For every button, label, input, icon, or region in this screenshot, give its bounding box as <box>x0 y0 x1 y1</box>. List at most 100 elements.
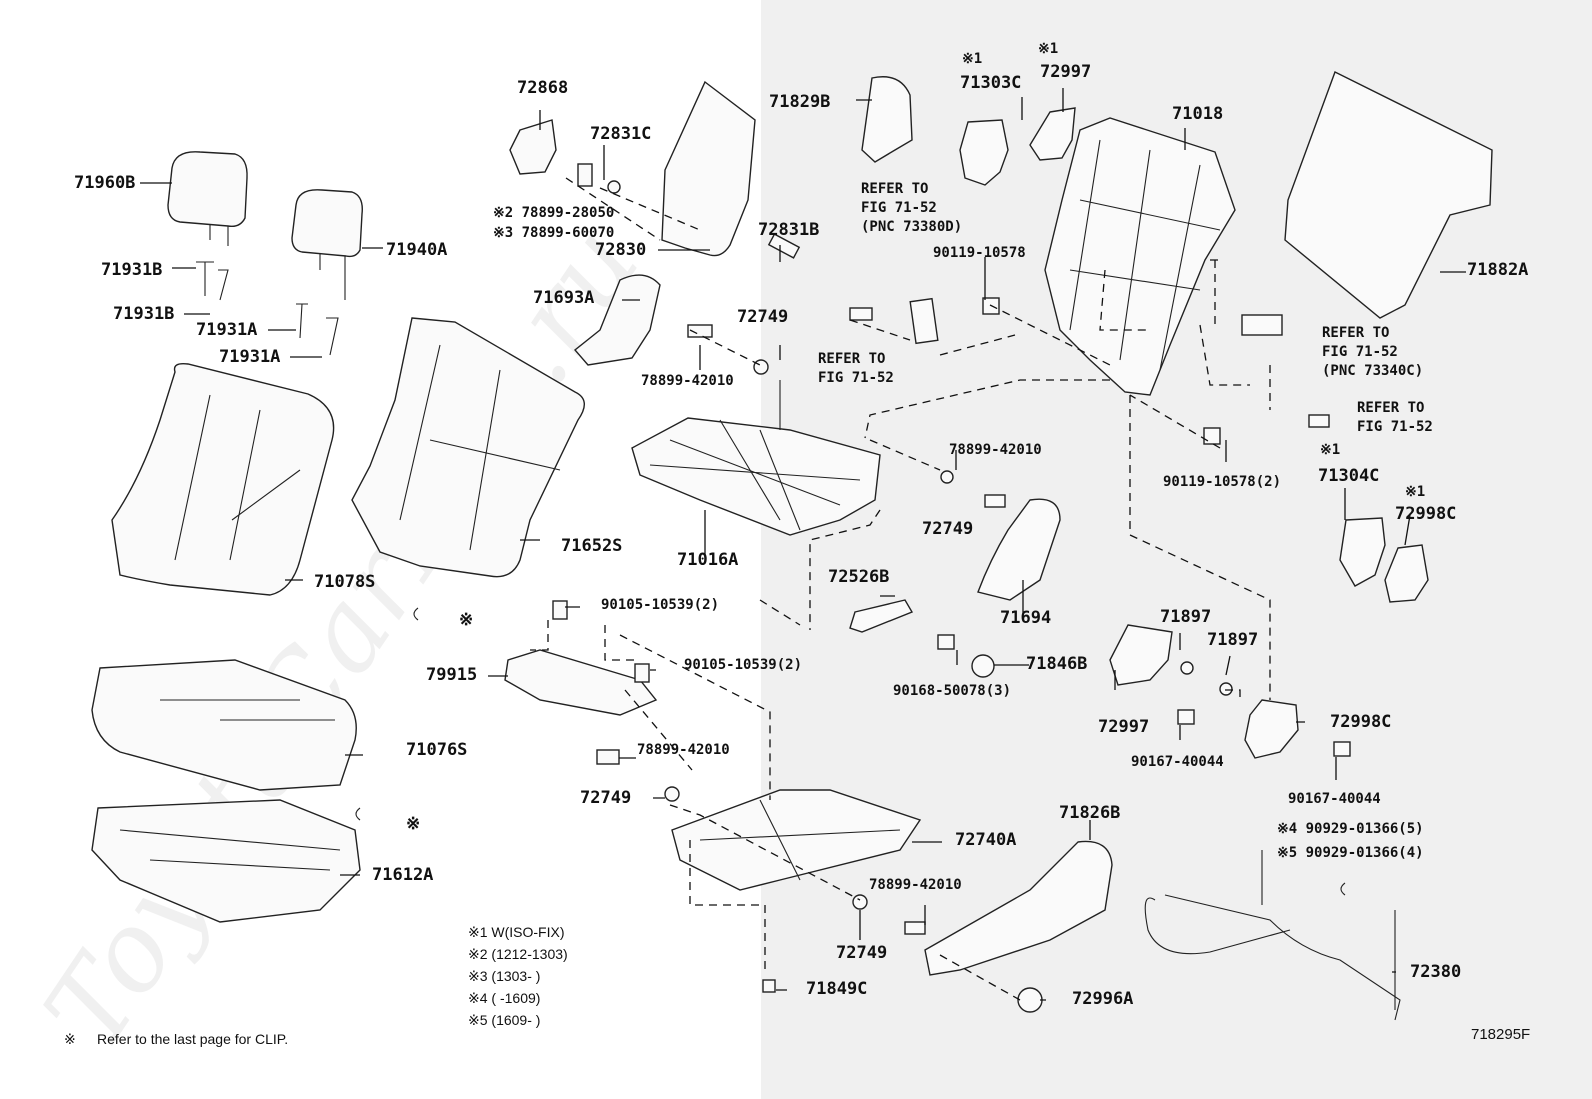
label-71303c: 71303C <box>960 73 1022 93</box>
label-78899-42010-c: 78899-42010 <box>637 742 730 758</box>
cover-72998c <box>1384 544 1429 603</box>
diagram-code: 718295F <box>1471 1026 1531 1043</box>
cover-71693a <box>573 274 661 366</box>
bracket-79915 <box>504 649 658 716</box>
legend-item-1: ※1 W(ISO-FIX) <box>468 924 565 940</box>
label-79915: 79915 <box>426 665 478 685</box>
bracket-71303c <box>959 119 1009 186</box>
refer-label-3b: FIG 71-52 <box>1322 344 1398 360</box>
label-90119-10578-a: 90119-10578 <box>933 245 1026 261</box>
label-71931a-1: 71931A <box>196 320 258 340</box>
label-71940a: 71940A <box>386 240 448 260</box>
label-78899-42010-d: 78899-42010 <box>869 877 962 893</box>
label-72868: 72868 <box>517 78 569 98</box>
label-71304c: 71304C <box>1318 466 1380 486</box>
label-71931a-2: 71931A <box>219 347 281 367</box>
lever-72526b <box>849 599 914 633</box>
seatback-cover-72830 <box>661 80 756 257</box>
seat-cushion-pad-71612a <box>91 799 361 923</box>
label-90167-40044-b: 90167-40044 <box>1288 791 1381 807</box>
label-72997-top: 72997 <box>1040 62 1092 82</box>
cover-72997 <box>1029 107 1076 161</box>
label-71897-b: 71897 <box>1207 630 1259 650</box>
label-72997-mark: ※1 <box>1038 41 1059 57</box>
label-71078s: 71078S <box>314 572 376 592</box>
label-90167-40044-a: 90167-40044 <box>1131 754 1224 770</box>
bracket-71304c <box>1339 517 1386 587</box>
label-71826b: 71826B <box>1059 803 1121 823</box>
label-72831c: 72831C <box>590 124 652 144</box>
label-90119-10578-b: 90119-10578(2) <box>1163 474 1282 490</box>
seat-cushion-cover-71076s <box>91 659 357 791</box>
label-71931b-1: 71931B <box>101 260 163 280</box>
refer-label-4b: FIG 71-52 <box>1357 419 1433 435</box>
headrest-71960b <box>167 151 248 228</box>
label-90105-10539-b: 90105-10539(2) <box>684 657 803 673</box>
headrest-71940a <box>291 189 363 258</box>
label-71897-a: 71897 <box>1160 607 1212 627</box>
label-72997-b: 72997 <box>1098 717 1150 737</box>
refer-label-2b: FIG 71-52 <box>818 370 894 386</box>
label-71960b: 71960B <box>74 173 136 193</box>
label-72998c-mark: ※1 <box>1405 484 1426 500</box>
cover-71826b <box>924 840 1113 976</box>
label-71612a: 71612A <box>372 865 434 885</box>
label-72380: 72380 <box>1410 962 1462 982</box>
label-78899-60070: ※3 78899-60070 <box>493 225 615 241</box>
legend-item-4: ※4 ( -1609) <box>468 990 541 1006</box>
label-71849c: 71849C <box>806 979 868 999</box>
label-72749-d: 72749 <box>836 943 888 963</box>
label-71303c-mark: ※1 <box>962 51 983 67</box>
label-72749-a: 72749 <box>737 307 789 327</box>
clip-mark-2: ※ <box>406 814 421 834</box>
bracket-72868 <box>509 119 557 175</box>
label-72740a: 72740A <box>955 830 1017 850</box>
label-71846b: 71846B <box>1026 654 1088 674</box>
seatback-pad-71652s <box>351 317 585 578</box>
footnote: Refer to the last page for CLIP. <box>97 1031 289 1047</box>
label-72998c-b: 72998C <box>1330 712 1392 732</box>
label-72998c-top: 72998C <box>1395 504 1457 524</box>
label-71694: 71694 <box>1000 608 1052 628</box>
label-71829b: 71829B <box>769 92 831 112</box>
seat-frame-71016a <box>631 417 881 536</box>
label-78899-42010-b: 78899-42010 <box>949 442 1042 458</box>
refer-label-1c: (PNC 73380D) <box>861 219 963 235</box>
refer-label-1b: FIG 71-52 <box>861 200 937 216</box>
label-78899-28050: ※2 78899-28050 <box>493 205 615 221</box>
refer-label-3c: (PNC 73340C) <box>1322 363 1424 379</box>
label-72996a: 72996A <box>1072 989 1134 1009</box>
refer-label-3: REFER TO <box>1322 325 1390 341</box>
label-72831b: 72831B <box>758 220 820 240</box>
label-71076s: 71076S <box>406 740 468 760</box>
label-71882a: 71882A <box>1467 260 1529 280</box>
clip-mark-1: ※ <box>459 610 474 630</box>
label-71931b-2: 71931B <box>113 304 175 324</box>
seatback-cover-71078s <box>111 362 335 596</box>
label-71018: 71018 <box>1172 104 1224 124</box>
footnote-mark: ※ <box>64 1031 76 1047</box>
label-78899-42010-a: 78899-42010 <box>641 373 734 389</box>
cover-71829b <box>861 76 913 163</box>
back-board-71882a <box>1284 71 1493 319</box>
label-72749-b: 72749 <box>922 519 974 539</box>
label-72830: 72830 <box>595 240 647 260</box>
label-71693a: 71693A <box>533 288 595 308</box>
cover-71694 <box>977 498 1061 601</box>
refer-label-1: REFER TO <box>861 181 929 197</box>
label-90929-01366-a: ※4 90929-01366(5) <box>1277 821 1424 837</box>
label-71016a: 71016A <box>677 550 739 570</box>
label-90168-50078: 90168-50078(3) <box>893 683 1012 699</box>
label-90929-01366-b: ※5 90929-01366(4) <box>1277 845 1424 861</box>
cable-72380 <box>1144 894 1401 1021</box>
cover-72998c-lower <box>1244 699 1299 759</box>
guide-71931a <box>296 303 339 356</box>
guide-71931b <box>196 261 229 301</box>
legend-item-5: ※5 (1609- ) <box>468 1012 541 1028</box>
legend-item-3: ※3 (1303- ) <box>468 968 541 984</box>
label-71652s: 71652S <box>561 536 623 556</box>
label-90105-10539-a: 90105-10539(2) <box>601 597 720 613</box>
label-72749-c: 72749 <box>580 788 632 808</box>
